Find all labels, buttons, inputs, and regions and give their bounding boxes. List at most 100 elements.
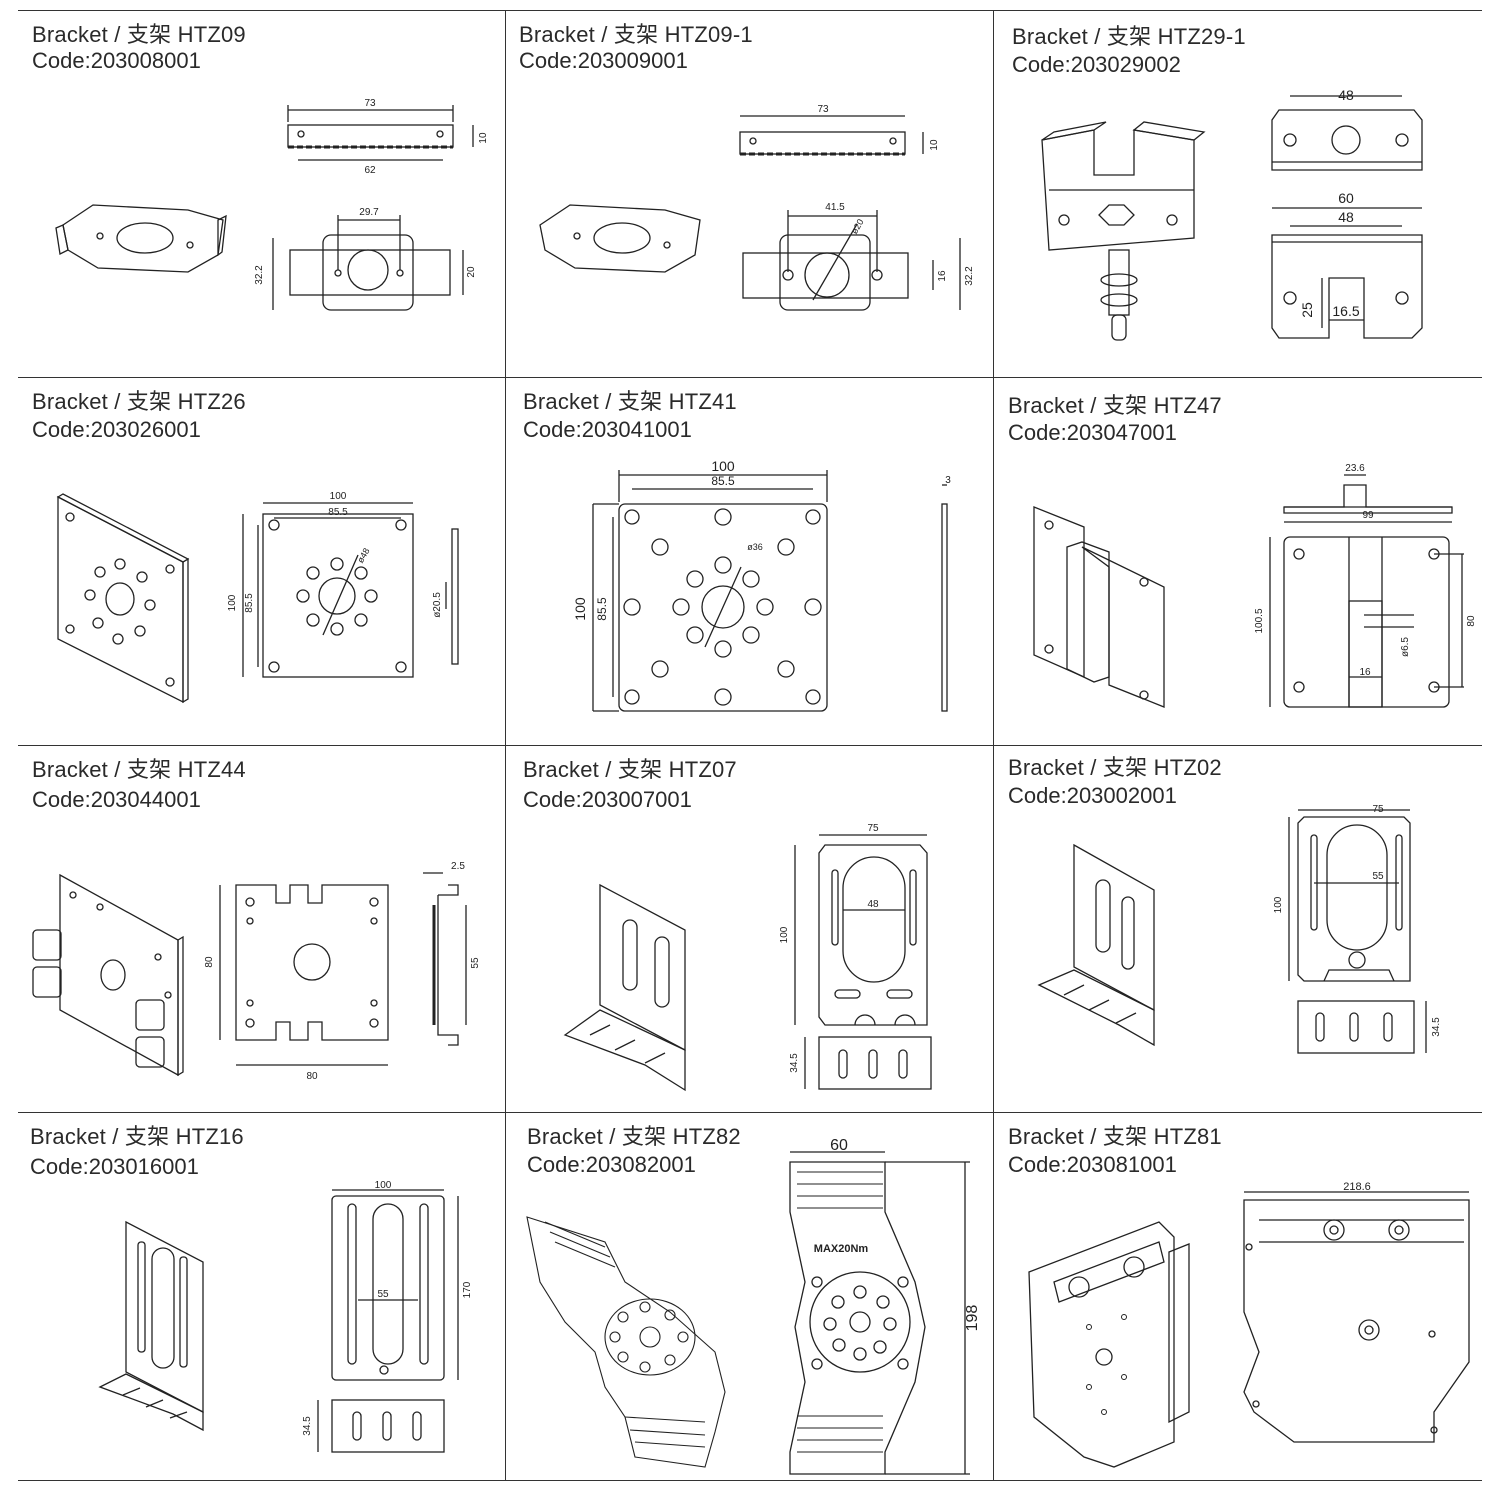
dim-label: 100 bbox=[330, 491, 347, 502]
dim-label: 16.5 bbox=[1332, 303, 1359, 319]
product-code: Code:203041001 bbox=[523, 417, 692, 442]
product-code: Code:203047001 bbox=[1008, 420, 1177, 445]
dim-label: 48 bbox=[1338, 209, 1354, 225]
grid-divider bbox=[505, 10, 506, 1480]
cell-htz47: Bracket / 支架 HTZ47 Code:203047001 23.6 9… bbox=[994, 377, 1482, 745]
product-code: Code:203016001 bbox=[30, 1154, 199, 1179]
dim-label: ø48 bbox=[355, 546, 371, 564]
product-code: Code:203007001 bbox=[523, 787, 692, 812]
cell-htz41: Bracket / 支架 HTZ41 Code:203041001 100 85… bbox=[505, 377, 994, 745]
dim-label: 55 bbox=[377, 1289, 389, 1300]
dim-label: 100 bbox=[375, 1180, 392, 1191]
dim-label: 55 bbox=[1372, 871, 1384, 882]
dim-label: 80 bbox=[1466, 615, 1477, 627]
technical-drawing: 73 10 41.5 ø20 16 32.2 bbox=[539, 104, 975, 311]
dim-label: 75 bbox=[1372, 804, 1384, 815]
dim-label: 48 bbox=[867, 899, 879, 910]
dim-label: 23.6 bbox=[1345, 463, 1365, 474]
technical-drawing: 75 48 100 34.5 bbox=[563, 823, 932, 1092]
dim-label: 55 bbox=[470, 957, 481, 969]
dim-label: 10 bbox=[929, 139, 940, 151]
product-code: Code:203082001 bbox=[527, 1152, 696, 1177]
dim-label: 100 bbox=[572, 597, 588, 621]
dim-label: 85.5 bbox=[711, 474, 735, 488]
cell-htz16: Bracket / 支架 HTZ16 Code:203016001 100 55… bbox=[18, 1112, 505, 1482]
dim-label: 100 bbox=[227, 594, 238, 611]
dim-label: 100 bbox=[711, 458, 735, 474]
dim-label: 100.5 bbox=[1254, 608, 1265, 633]
product-title: Bracket / 支架 HTZ16 bbox=[30, 1124, 244, 1149]
grid-divider bbox=[993, 10, 994, 1480]
catalog-grid: Bracket / 支架 HTZ09 Code:203008001 bbox=[18, 10, 1482, 1482]
dim-label: 85.5 bbox=[595, 597, 609, 621]
product-title: Bracket / 支架 HTZ09-1 bbox=[519, 22, 753, 47]
product-title: Bracket / 支架 HTZ82 bbox=[527, 1124, 741, 1149]
dim-label: 32.2 bbox=[964, 266, 975, 286]
product-title: Bracket / 支架 HTZ41 bbox=[523, 389, 737, 414]
cell-htz82: Bracket / 支架 HTZ82 Code:203082001 bbox=[505, 1112, 994, 1482]
product-title: Bracket / 支架 HTZ81 bbox=[1008, 1124, 1222, 1149]
dim-label: 80 bbox=[204, 956, 215, 968]
dim-label: 16 bbox=[1359, 667, 1371, 678]
cell-htz26: Bracket / 支架 HTZ26 Code:203026001 bbox=[18, 377, 505, 745]
dim-label: 48 bbox=[1338, 87, 1354, 103]
cell-htz09: Bracket / 支架 HTZ09 Code:203008001 bbox=[18, 10, 505, 377]
technical-drawing: 48 60 48 25 16.5 bbox=[1041, 87, 1423, 341]
dim-label: 85.5 bbox=[328, 507, 348, 518]
dim-label: 75 bbox=[867, 823, 879, 834]
dim-label: 80 bbox=[306, 1071, 318, 1082]
technical-drawing: 73 10 62 29.7 32.2 20 bbox=[55, 98, 489, 311]
product-title: Bracket / 支架 HTZ29-1 bbox=[1012, 24, 1246, 49]
product-code: Code:203081001 bbox=[1008, 1152, 1177, 1177]
dim-label: 99 bbox=[1362, 510, 1374, 521]
dim-label: 60 bbox=[1338, 190, 1354, 206]
technical-drawing: 23.6 99 100.5 80 ø6.5 16 bbox=[1033, 463, 1477, 708]
technical-drawing: 218.6 bbox=[1028, 1181, 1470, 1468]
cell-htz81: Bracket / 支架 HTZ81 Code:203081001 218.6 bbox=[994, 1112, 1482, 1482]
dim-label: 34.5 bbox=[302, 1416, 313, 1436]
dim-label: 73 bbox=[364, 98, 376, 109]
cell-htz29-1: Bracket / 支架 HTZ29-1 Code:203029002 bbox=[994, 10, 1482, 377]
cell-htz02: Bracket / 支架 HTZ02 Code:203002001 75 55 … bbox=[994, 745, 1482, 1112]
dim-label: ø20 bbox=[849, 217, 865, 235]
dim-label: ø20.5 bbox=[432, 592, 443, 618]
dim-label: 60 bbox=[830, 1137, 848, 1154]
grid-rule bbox=[18, 377, 1482, 378]
dim-label: 34.5 bbox=[1431, 1017, 1442, 1037]
cell-htz44: Bracket / 支架 HTZ44 Code:203044001 80 80 … bbox=[18, 745, 505, 1112]
product-title: Bracket / 支架 HTZ47 bbox=[1008, 393, 1222, 418]
dim-label: 29.7 bbox=[359, 207, 379, 218]
technical-drawing: 100 85.5 ø48 100 85.5 ø20.5 bbox=[56, 491, 459, 704]
torque-label: MAX20Nm bbox=[814, 1243, 869, 1255]
technical-drawing: 60 198 MAX20Nm bbox=[526, 1137, 981, 1475]
dim-label: 198 bbox=[964, 1305, 981, 1332]
dim-label: 218.6 bbox=[1343, 1181, 1371, 1193]
technical-drawing: 100 85.5 ø36 100 85.5 3 bbox=[572, 458, 951, 712]
dim-label: 2.5 bbox=[451, 861, 465, 872]
dim-label: 32.2 bbox=[254, 265, 265, 285]
dim-label: 62 bbox=[364, 165, 376, 176]
dim-label: 16 bbox=[937, 270, 948, 282]
dim-label: 10 bbox=[478, 132, 489, 144]
technical-drawing: 100 55 170 34.5 bbox=[98, 1180, 473, 1453]
product-code: Code:203002001 bbox=[1008, 783, 1177, 808]
product-title: Bracket / 支架 HTZ07 bbox=[523, 757, 737, 782]
cell-htz07: Bracket / 支架 HTZ07 Code:203007001 75 48 … bbox=[505, 745, 994, 1112]
dim-label: ø6.5 bbox=[1400, 637, 1411, 657]
grid-rule bbox=[18, 10, 1482, 11]
product-title: Bracket / 支架 HTZ02 bbox=[1008, 755, 1222, 780]
product-title: Bracket / 支架 HTZ26 bbox=[32, 389, 246, 414]
cell-htz09-1: Bracket / 支架 HTZ09-1 Code:203009001 73 1… bbox=[505, 10, 994, 377]
dim-label: 41.5 bbox=[825, 202, 845, 213]
product-code: Code:203008001 bbox=[32, 48, 201, 73]
product-code: Code:203029002 bbox=[1012, 52, 1181, 77]
grid-rule bbox=[18, 745, 1482, 746]
product-code: Code:203026001 bbox=[32, 417, 201, 442]
dim-label: 3 bbox=[945, 475, 951, 486]
dim-label: 34.5 bbox=[789, 1053, 800, 1073]
dim-label: 20 bbox=[466, 266, 477, 278]
product-title: Bracket / 支架 HTZ09 bbox=[32, 22, 246, 47]
dim-label: 100 bbox=[1273, 896, 1284, 913]
dim-label: ø36 bbox=[747, 542, 763, 552]
product-code: Code:203044001 bbox=[32, 787, 201, 812]
